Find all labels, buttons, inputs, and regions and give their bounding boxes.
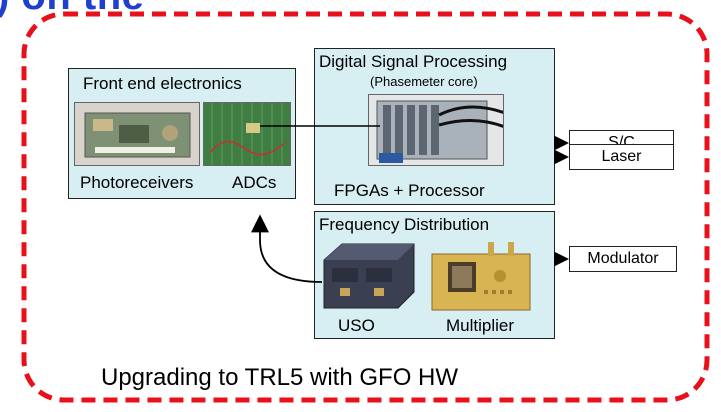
dsp-caption: FPGAs + Processor (334, 181, 485, 200)
adc-board-photo (203, 102, 291, 166)
modulator-output-box: Modulator (569, 246, 677, 272)
footer-caption: Upgrading to TRL5 with GFO HW (101, 364, 459, 391)
dsp-subtitle: (Phasemeter core) (370, 74, 478, 89)
photoreceiver-photo (74, 102, 200, 166)
multiplier-photo (428, 240, 534, 312)
multiplier-label: Multiplier (446, 316, 515, 335)
front-end-title: Front end electronics (83, 74, 242, 93)
laser-box: Laser (569, 144, 674, 170)
phasemeter-chassis-photo (368, 94, 504, 166)
uso-label: USO (338, 316, 375, 335)
uso-photo (320, 240, 418, 312)
slide-title-fragment: ) on the (0, 0, 144, 19)
frequency-distribution-title: Frequency Distribution (319, 215, 490, 234)
uso-to-front-end-arrow (251, 214, 323, 283)
dsp-title: Digital Signal Processing (319, 52, 508, 71)
photoreceivers-label: Photoreceivers (80, 173, 194, 192)
adcs-label: ADCs (232, 173, 277, 192)
